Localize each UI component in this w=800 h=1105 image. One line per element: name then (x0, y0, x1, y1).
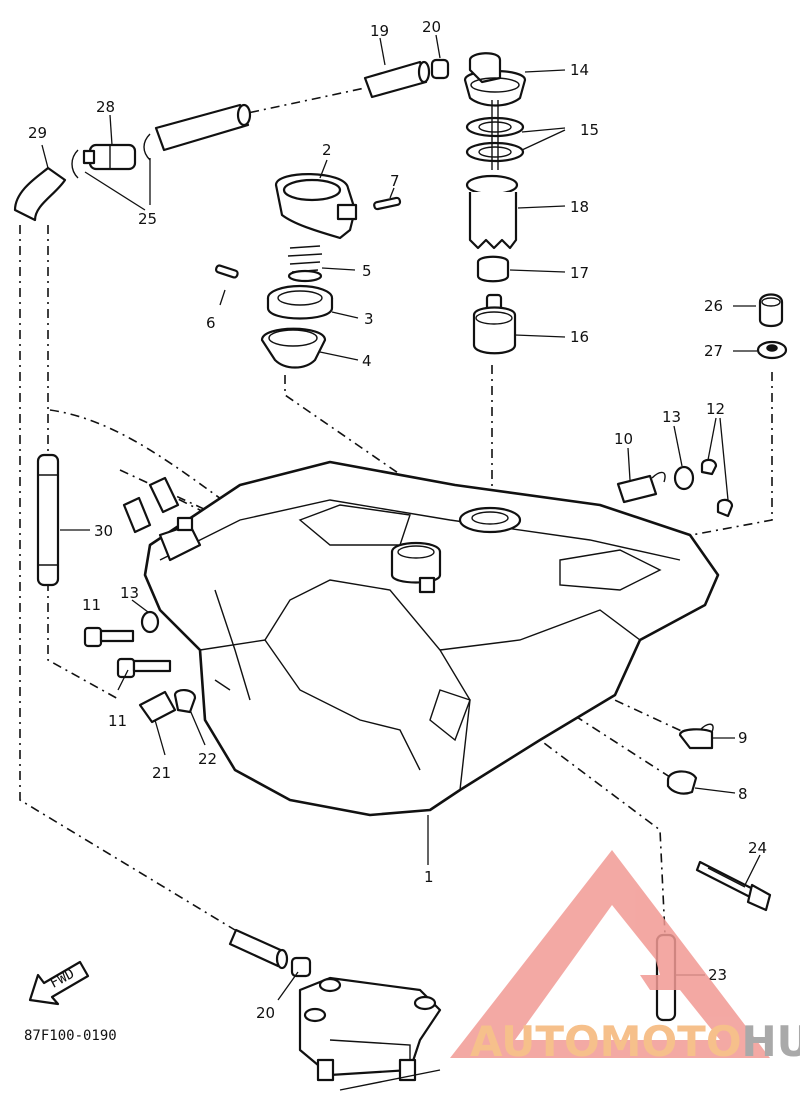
cock-16 (472, 293, 517, 355)
strap-24 (695, 860, 772, 912)
collar-27 (756, 340, 788, 360)
callout-2: 2 (322, 141, 332, 159)
callout-20-bottom: 20 (256, 1004, 275, 1022)
hose-29 (13, 166, 67, 222)
clip-9 (678, 723, 714, 750)
clamp-22 (173, 689, 197, 714)
hose-30 (36, 453, 60, 587)
callout-4: 4 (362, 352, 372, 370)
callout-9: 9 (738, 729, 748, 747)
callout-24: 24 (748, 839, 767, 857)
callout-3: 3 (364, 310, 374, 328)
callout-11-upper: 11 (82, 596, 101, 614)
watermark-logo-icon (450, 850, 770, 1058)
callout-12: 12 (706, 400, 725, 418)
hose-long-top (154, 103, 252, 152)
callout-5: 5 (362, 262, 372, 280)
callout-23: 23 (708, 966, 727, 984)
callout-16: 16 (570, 328, 589, 346)
drawing-code: 87F100-0190 (24, 1028, 117, 1044)
fuel-tank (143, 460, 720, 817)
callout-15: 15 (580, 121, 599, 139)
hose-bottom (228, 928, 289, 970)
clamp-20-top (430, 58, 450, 80)
callout-17: 17 (570, 264, 589, 282)
cap-8 (666, 770, 698, 795)
callout-29: 29 (28, 124, 47, 142)
pin-7 (373, 196, 402, 211)
clips-25 (71, 133, 151, 179)
fitting-28 (82, 143, 137, 171)
callout-8: 8 (738, 785, 748, 803)
holder-4 (260, 327, 327, 369)
hoses-tank-top-left (122, 476, 180, 534)
callout-27: 27 (704, 342, 723, 360)
bolt-11-lower (116, 657, 172, 679)
callout-7: 7 (390, 172, 400, 190)
pin-6 (214, 264, 239, 279)
callout-13-left: 13 (120, 584, 139, 602)
bolt-11-upper (83, 626, 135, 648)
washer-13-left (140, 610, 160, 634)
callout-14: 14 (570, 61, 589, 79)
fuel-pump (298, 976, 442, 1091)
washers-15 (465, 100, 525, 170)
callout-11-lower: 11 (108, 712, 127, 730)
clamp-20-bottom (290, 956, 312, 978)
callout-25: 25 (138, 210, 157, 228)
callout-21: 21 (152, 764, 171, 782)
plug-21 (138, 690, 177, 724)
hose-19 (363, 60, 431, 99)
callout-1: 1 (424, 868, 434, 886)
callout-13-right: 13 (662, 408, 681, 426)
fuel-cap-2 (274, 173, 358, 240)
callout-26: 26 (704, 297, 723, 315)
callout-10: 10 (614, 430, 633, 448)
strainer-18 (465, 174, 519, 250)
grommet-26 (758, 293, 784, 328)
fwd-arrow-icon: FWD (28, 960, 90, 1006)
callout-18: 18 (570, 198, 589, 216)
callout-28: 28 (96, 98, 115, 116)
spring-5 (287, 245, 323, 283)
washer-13-right (673, 465, 695, 491)
callout-20-top: 20 (422, 18, 441, 36)
callout-6: 6 (206, 314, 216, 332)
cock-14 (463, 52, 527, 107)
ring-3 (266, 284, 334, 320)
callout-30: 30 (94, 522, 113, 540)
callouts: 19 20 14 15 18 17 16 28 29 25 2 7 5 6 3 … (28, 18, 767, 1022)
callout-22: 22 (198, 750, 217, 768)
nut-17 (476, 255, 510, 283)
clip-10 (616, 471, 666, 504)
watermark-brand: AUTOMOTOHUB (470, 1017, 800, 1066)
clips-12 (700, 458, 734, 518)
callout-19: 19 (370, 22, 389, 40)
